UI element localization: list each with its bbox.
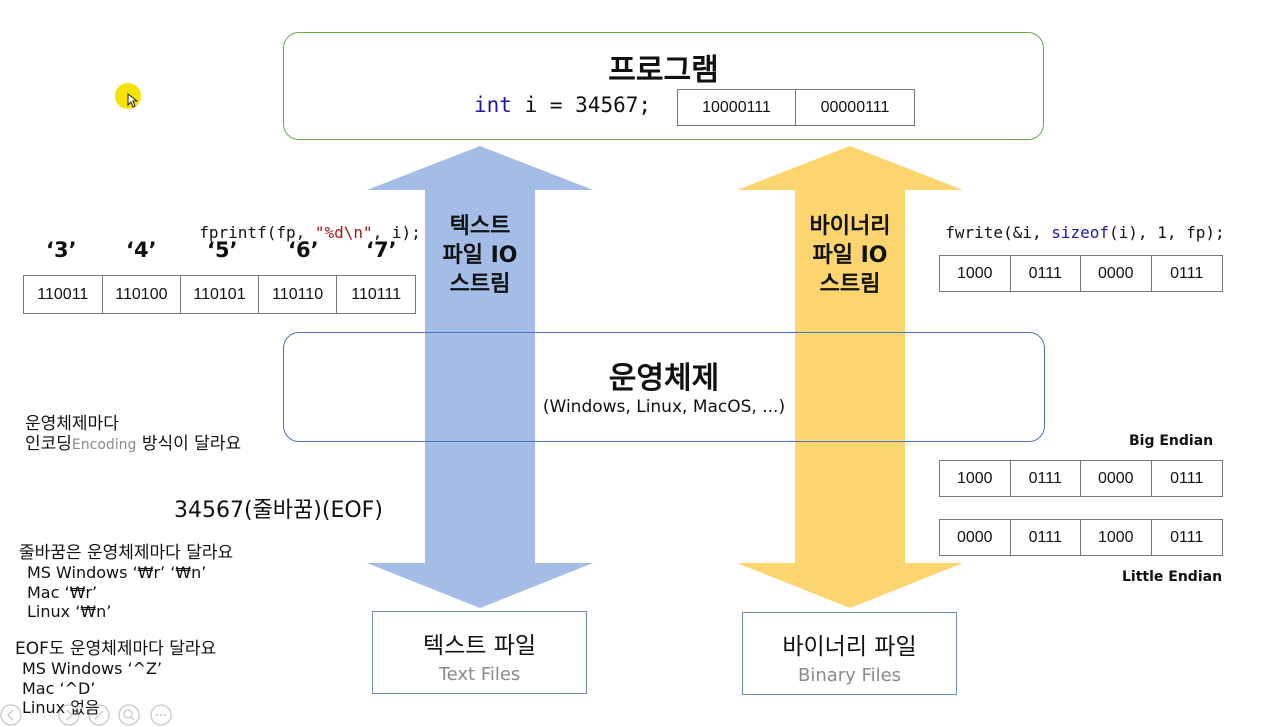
nibble-cell: 0000 [1081,256,1152,291]
binary-io-arrow [737,146,963,608]
slide-toolbar [0,703,180,727]
char-label: ‘4’ [126,238,157,262]
char-label: ‘5’ [207,238,238,262]
mouse-pointer-icon [127,93,139,108]
char-code-cell: 110100 [103,276,182,313]
nibble-cell: 0000 [1081,461,1152,496]
program-bytes: 10000111 00000111 [677,89,915,126]
os-title: 운영체제 [608,361,720,396]
newline-item: Linux ‘₩n’ [27,602,112,621]
back-icon[interactable] [0,704,22,726]
edit-icon[interactable] [88,704,110,726]
big-endian-row: 1000 0111 0000 0111 [939,460,1223,497]
nibble-cell: 1000 [940,256,1011,291]
char-labels: ‘3’ ‘4’ ‘5’ ‘6’ ‘7’ [24,238,416,266]
byte-cell: 10000111 [678,90,796,125]
little-endian-row: 0000 0111 1000 0111 [939,519,1223,556]
newline-item: MS Windows ‘₩r’ ‘₩n’ [27,563,207,582]
arrow-label-line: 스트림 [819,272,881,297]
char-code-cell: 110110 [259,276,338,313]
fprintf-call: fprintf(fp, [199,223,315,242]
char-code-row: 110011 110100 110101 110110 110111 [23,275,416,314]
program-box: 프로그램 int i = 34567; 10000111 00000111 [283,32,1044,140]
program-title: 프로그램 [608,53,719,88]
nibble-cell: 0111 [1011,461,1081,496]
arrow-label-line: 바이너리 [809,214,891,239]
arrow-label-line: 파일 IO [442,243,518,268]
char-code-cell: 110111 [351,285,402,303]
more-icon[interactable] [150,704,172,726]
char-label: ‘7’ [366,238,397,262]
encoding-english: Encoding [71,437,137,453]
nibble-cell: 0111 [1011,256,1081,291]
byte-cell: 00000111 [820,98,890,116]
binary-file-title: 바이너리 파일 [782,634,917,660]
char-label: ‘6’ [288,238,319,262]
newline-note: 줄바꿈은 운영체제마다 달라요 MS Windows ‘₩r’ ‘₩n’ Mac… [19,543,233,622]
nibble-cell: 0111 [1011,520,1081,555]
text-file-box: 텍스트 파일 Text Files [372,611,587,694]
binary-io-arrow-label: 바이너리 파일 IO 스트림 [790,212,910,299]
os-subtitle: (Windows, Linux, MacOS, ...) [542,397,786,417]
nibble-row: 1000 0111 0000 0111 [939,255,1223,292]
nibble-cell: 0000 [940,520,1011,555]
nibble-cell: 0111 [1170,528,1204,546]
eof-note-title: EOF도 운영체제마다 달라요 [15,639,217,659]
nibble-cell: 1000 [940,461,1011,496]
text-file-title: 텍스트 파일 [422,633,537,659]
fwrite-code: fwrite(&i, sizeof(i), 1, fp); [926,204,1225,242]
char-code-cell: 110101 [181,276,259,313]
os-box: 운영체제 (Windows, Linux, MacOS, ...) [283,332,1045,442]
format-string: "%d\n" [314,223,373,242]
binary-file-subtitle: Binary Files [797,665,902,686]
code-declaration: i = 34567; [511,93,652,117]
fprintf-args: , i); [372,223,421,242]
arrow-label-line: 스트림 [449,272,511,297]
encoding-korean: 인코딩 [25,434,72,454]
big-endian-label: Big Endian [1129,433,1214,449]
eof-item: MS Windows ‘^Z’ [22,659,163,678]
newline-note-title: 줄바꿈은 운영체제마다 달라요 [19,543,234,563]
example-output: 34567(줄바꿈)(EOF) [174,498,383,523]
nibble-cell: 0111 [1170,264,1204,282]
encoding-rest: 방식이 달라요 [136,434,242,454]
encoding-note-line: 운영체제마다 [25,414,119,434]
nibble-cell: 1000 [1081,520,1152,555]
char-label: ‘3’ [46,238,77,262]
eof-note: EOF도 운영체제마다 달라요 MS Windows ‘^Z’ Mac ‘^D’… [15,639,216,718]
program-code: int i = 34567; [474,93,651,117]
text-io-arrow [367,146,593,608]
newline-item: Mac ‘₩r’ [27,582,98,602]
fwrite-call: fwrite(&i, [945,223,1052,242]
forward-icon[interactable] [58,704,80,726]
text-file-subtitle: Text Files [438,664,521,685]
encoding-note: 운영체제마다 인코딩Encoding 방식이 달라요 [25,414,241,455]
int-keyword: int [474,93,512,117]
text-io-arrow-label: 텍스트 파일 IO 스트림 [420,212,540,299]
little-endian-label: Little Endian [1122,569,1223,585]
nibble-cell: 0111 [1170,469,1204,487]
sizeof-keyword: sizeof [1051,223,1110,242]
arrow-label-line: 파일 IO [812,243,888,268]
binary-file-box: 바이너리 파일 Binary Files [742,612,957,695]
fwrite-args: (i), 1, fp); [1109,223,1225,242]
arrow-label-line: 텍스트 [449,214,511,239]
char-code-cell: 110011 [24,276,103,313]
eof-item: Linux 없음 [22,698,100,717]
zoom-icon[interactable] [118,704,140,726]
encoding-note-line: 인코딩Encoding 방식이 달라요 [25,434,241,455]
eof-item: Mac ‘^D’ [22,678,96,698]
fprintf-code: fprintf(fp, "%d\n", i); [180,204,421,242]
